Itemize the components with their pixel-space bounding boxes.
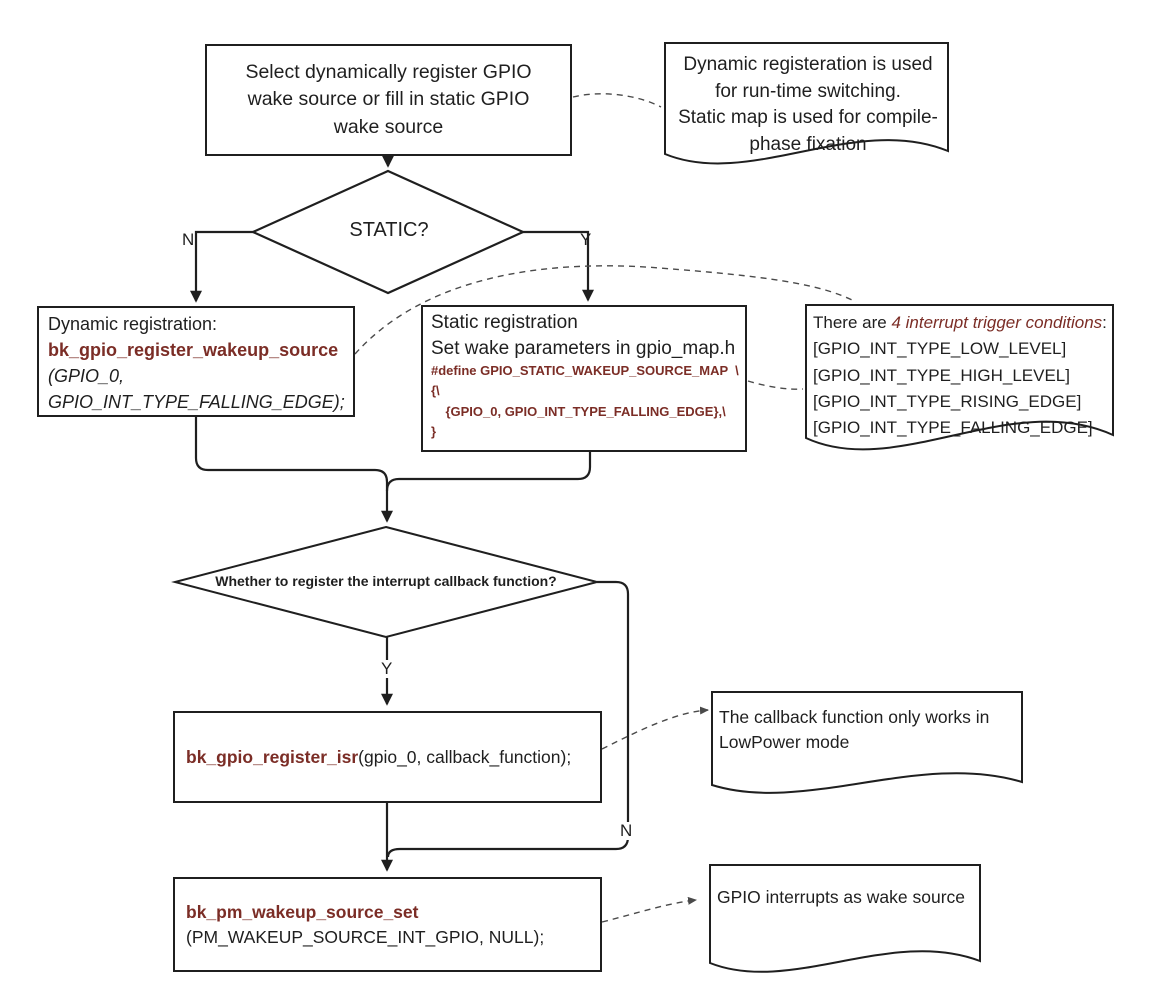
static-box-title: Static registration (431, 312, 578, 333)
dynamic-box-title: Dynamic registration: (48, 314, 218, 334)
connector-static-yes-to-static-box (522, 230, 594, 302)
pm-wakeup-source-box: bk_pm_wakeup_source_set (PM_WAKEUP_SOURC… (173, 877, 602, 972)
trigger-intro: There are 4 interrupt trigger conditions… (813, 310, 1111, 336)
dynamic-registration-box: Dynamic registration: bk_gpio_register_w… (37, 306, 355, 417)
callback-no-label: N (617, 822, 636, 840)
trigger-intro-emphasis: 4 interrupt trigger conditions (891, 313, 1103, 332)
static-box-code-line: {\ (431, 383, 440, 399)
note-shape-gpio-wake-source (709, 864, 981, 973)
connector-static-box-merge (385, 450, 592, 492)
pm-box-args: (PM_WAKEUP_SOURCE_INT_GPIO, NULL); (186, 926, 545, 947)
dynamic-box-function: bk_gpio_register_wakeup_source (48, 339, 339, 360)
note-shape-dynamic-vs-static (664, 42, 949, 165)
connector-callback-no-bypass (386, 580, 630, 858)
note-gpio-wake-source: GPIO interrupts as wake source (717, 885, 979, 910)
static-registration-box: Static registration Set wake parameters … (421, 305, 747, 452)
pm-box-function: bk_pm_wakeup_source_set (186, 902, 419, 922)
decision-diamond-register-callback (171, 525, 601, 639)
trigger-item: [GPIO_INT_TYPE_FALLING_EDGE] (813, 418, 1093, 438)
dashed-static-box-to-note-triggers (747, 380, 804, 390)
note-dynamic-vs-static: Dynamic registeration is used for run-ti… (672, 52, 944, 158)
static-yes-label: Y (580, 230, 592, 249)
note-line: phase fixation (749, 133, 867, 155)
note-shape-trigger-conditions (805, 304, 1114, 451)
note-line: for run-time switching. (715, 80, 901, 102)
static-decision-label: STATIC? (349, 219, 429, 241)
trigger-intro-suffix: : (1102, 313, 1107, 332)
connector-static-no-to-dynamic-box (190, 230, 254, 303)
static-box-code-line: #define GPIO_STATIC_WAKEUP_SOURCE_MAP \ (431, 363, 739, 379)
note-trigger-conditions: There are 4 interrupt trigger conditions… (813, 310, 1111, 442)
start-box-text: Select dynamically register GPIO wake so… (245, 61, 532, 138)
register-isr-box: bk_gpio_register_isr(gpio_0, callback_fu… (173, 711, 602, 803)
trigger-item: [GPIO_INT_TYPE_RISING_EDGE] (813, 392, 1082, 412)
note-shape-callback-lowpower (711, 691, 1023, 794)
dashed-dynamic-box-to-note-triggers (354, 265, 857, 355)
connector-dynamic-box-to-callback-decision (194, 417, 393, 523)
static-no-label: N (182, 230, 195, 249)
note-gpio-text: GPIO interrupts as wake source (717, 887, 966, 907)
callback-decision-label: Whether to register the interrupt callba… (215, 573, 557, 589)
static-box-code-line: {GPIO_0, GPIO_INT_TYPE_FALLING_EDGE},\ (431, 403, 726, 419)
trigger-item: [GPIO_INT_TYPE_HIGH_LEVEL] (813, 365, 1070, 385)
note-line: Dynamic registeration is used (683, 54, 933, 75)
note-callback-text: The callback function only works in LowP… (719, 707, 990, 753)
isr-box-text: bk_gpio_register_isr(gpio_0, callback_fu… (186, 747, 571, 768)
dynamic-box-arg1: (GPIO_0, (48, 365, 125, 386)
isr-box-args: (gpio_0, callback_function); (358, 746, 572, 767)
dashed-isr-box-to-note-callback (601, 706, 709, 750)
static-box-code-line: } (431, 423, 437, 439)
dynamic-box-arg2: GPIO_INT_TYPE_FALLING_EDGE); (48, 391, 345, 412)
note-callback-lowpower: The callback function only works in LowP… (719, 705, 1011, 756)
callback-yes-label: Y (378, 660, 396, 678)
isr-box-function: bk_gpio_register_isr (186, 746, 359, 767)
static-box-subtitle: Set wake parameters in gpio_map.h (431, 337, 736, 359)
decision-diamond-static (250, 169, 526, 295)
start-box: Select dynamically register GPIO wake so… (205, 44, 572, 156)
trigger-item: [GPIO_INT_TYPE_LOW_LEVEL] (813, 339, 1067, 359)
trigger-intro-prefix: There are (813, 313, 892, 332)
dashed-pm-box-to-note-pm (601, 896, 697, 923)
note-line: Static map is used for compile- (678, 107, 938, 129)
dashed-start-to-note-top (572, 93, 662, 108)
